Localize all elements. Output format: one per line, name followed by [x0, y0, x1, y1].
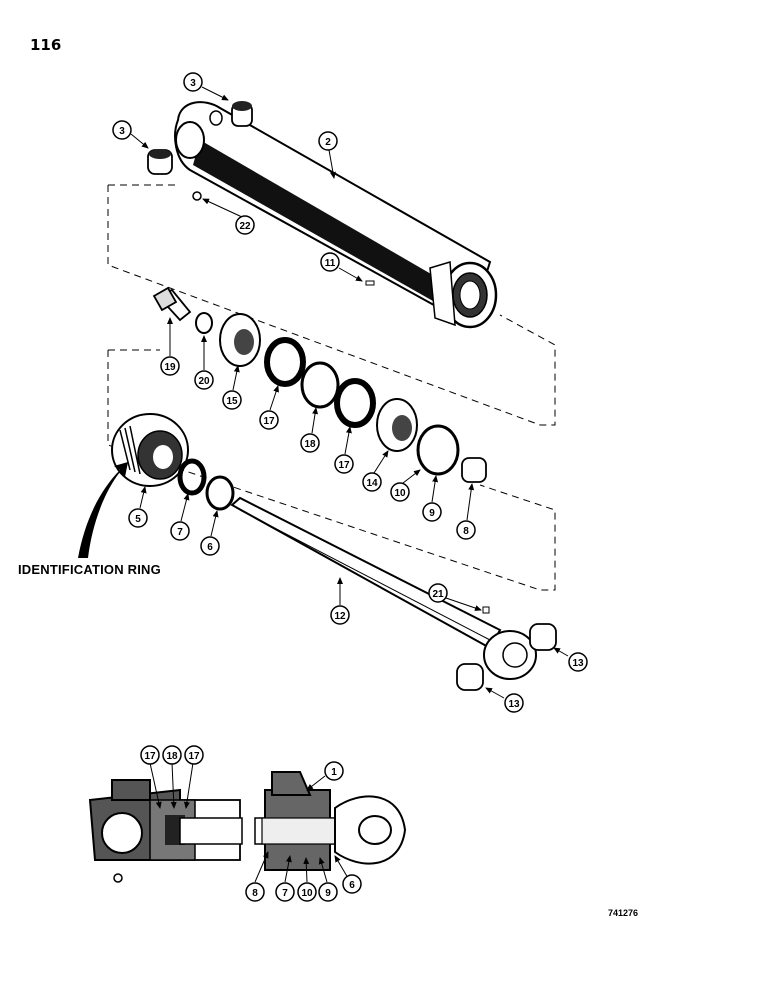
- svg-text:13: 13: [508, 699, 520, 710]
- gland-identification-ring: [111, 413, 189, 487]
- piston-half: [219, 313, 261, 367]
- callout-c22: 22: [235, 215, 255, 235]
- wear-ring-18: [300, 361, 340, 409]
- svg-text:7: 7: [282, 888, 288, 899]
- bushing-8: [461, 457, 487, 483]
- small-screw: [365, 280, 375, 286]
- seal-7: [177, 458, 207, 496]
- callout-c13b: 13: [504, 693, 524, 713]
- svg-text:17: 17: [338, 460, 350, 471]
- svg-text:17: 17: [188, 751, 200, 762]
- svg-text:9: 9: [429, 508, 435, 519]
- callout-c17a: 17: [259, 410, 279, 430]
- figure-number: 741276: [608, 908, 639, 918]
- seal-17a: [264, 337, 306, 387]
- svg-text:6: 6: [349, 880, 355, 891]
- svg-text:8: 8: [252, 888, 258, 899]
- callout-s10: 10: [297, 882, 317, 902]
- callout-s1: 1: [324, 761, 344, 781]
- svg-text:1: 1: [331, 767, 337, 778]
- svg-text:18: 18: [166, 751, 178, 762]
- barrel-bushing-top: [231, 101, 253, 127]
- piston-14: [376, 398, 418, 452]
- callout-c9: 9: [422, 502, 442, 522]
- svg-text:19: 19: [164, 362, 176, 373]
- callout-c13a: 13: [568, 652, 588, 672]
- barrel-bushing-left: [147, 149, 173, 175]
- ring-10-9: [416, 424, 460, 476]
- callout-c5: 5: [128, 508, 148, 528]
- svg-text:22: 22: [239, 221, 251, 232]
- callout-s6: 6: [342, 874, 362, 894]
- grease-fitting-rod: [482, 606, 490, 614]
- callout-c21: 21: [428, 583, 448, 603]
- callout-c15: 15: [222, 390, 242, 410]
- svg-text:9: 9: [325, 888, 331, 899]
- svg-text:15: 15: [226, 396, 238, 407]
- callout-c18: 18: [300, 433, 320, 453]
- cross-section-view: [88, 771, 407, 883]
- identification-arrow: [78, 462, 128, 558]
- svg-text:3: 3: [190, 78, 196, 89]
- svg-text:18: 18: [304, 439, 316, 450]
- piston-bolt: [152, 286, 192, 322]
- svg-text:3: 3: [119, 126, 125, 137]
- page-number: 116: [30, 36, 62, 54]
- callout-c7: 7: [170, 521, 190, 541]
- identification-ring-label: IDENTIFICATION RING: [18, 562, 161, 577]
- svg-text:17: 17: [263, 416, 275, 427]
- lower-dashed-group: [107, 349, 556, 591]
- callout-c3a: 3: [183, 72, 203, 92]
- callout-c10: 10: [390, 482, 410, 502]
- callout-c2: 2: [318, 131, 338, 151]
- wiper-6: [205, 475, 235, 511]
- svg-text:12: 12: [334, 611, 346, 622]
- callout-s18: 18: [162, 745, 182, 765]
- svg-text:6: 6: [207, 542, 213, 553]
- svg-text:13: 13: [572, 658, 584, 669]
- callout-s17b: 17: [184, 745, 204, 765]
- rod-bushing-right: [529, 623, 557, 651]
- callout-c3b: 3: [112, 120, 132, 140]
- callout-s9: 9: [318, 882, 338, 902]
- grease-fitting: [192, 191, 202, 201]
- svg-text:10: 10: [394, 488, 406, 499]
- svg-text:11: 11: [325, 258, 336, 269]
- svg-text:17: 17: [144, 751, 156, 762]
- svg-text:8: 8: [463, 526, 469, 537]
- piston-rod: [230, 496, 537, 680]
- callout-s17a: 17: [140, 745, 160, 765]
- callout-c20: 20: [194, 370, 214, 390]
- callout-c19: 19: [160, 356, 180, 376]
- upper-dashed-group: [107, 184, 556, 426]
- callout-c6: 6: [200, 536, 220, 556]
- svg-text:20: 20: [198, 376, 210, 387]
- callout-c11: 11: [320, 252, 340, 272]
- svg-text:5: 5: [135, 514, 141, 525]
- callout-c8: 8: [456, 520, 476, 540]
- callout-c17b: 17: [334, 454, 354, 474]
- svg-text:7: 7: [177, 527, 183, 538]
- callout-c12: 12: [330, 605, 350, 625]
- callout-s8: 8: [245, 882, 265, 902]
- seal-17b: [334, 378, 376, 428]
- svg-text:2: 2: [325, 137, 331, 148]
- washer: [195, 312, 213, 334]
- svg-text:10: 10: [301, 888, 313, 899]
- cylinder-barrel: [174, 101, 498, 329]
- rod-bushing-lower: [456, 663, 484, 691]
- callout-s7: 7: [275, 882, 295, 902]
- svg-text:14: 14: [366, 478, 378, 489]
- callout-c14: 14: [362, 472, 382, 492]
- svg-text:21: 21: [432, 589, 444, 600]
